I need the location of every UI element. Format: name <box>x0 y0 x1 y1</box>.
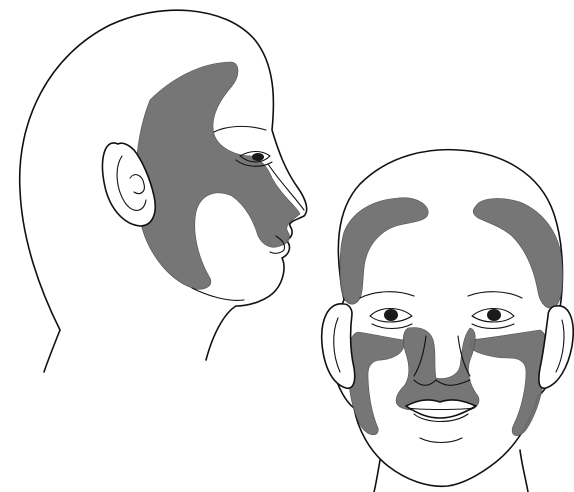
frontal-left-pupil <box>384 309 398 321</box>
frontal-neck-left <box>374 460 380 492</box>
profile-neck-back <box>44 330 60 372</box>
frontal-right-pupil <box>487 309 501 321</box>
profile-view <box>20 10 307 372</box>
profile-eye-pupil <box>252 153 264 161</box>
frontal-neck-right <box>520 450 528 492</box>
frontal-view <box>322 150 574 492</box>
frontal-head-outline <box>331 150 565 487</box>
frontal-left-ear <box>322 304 355 388</box>
